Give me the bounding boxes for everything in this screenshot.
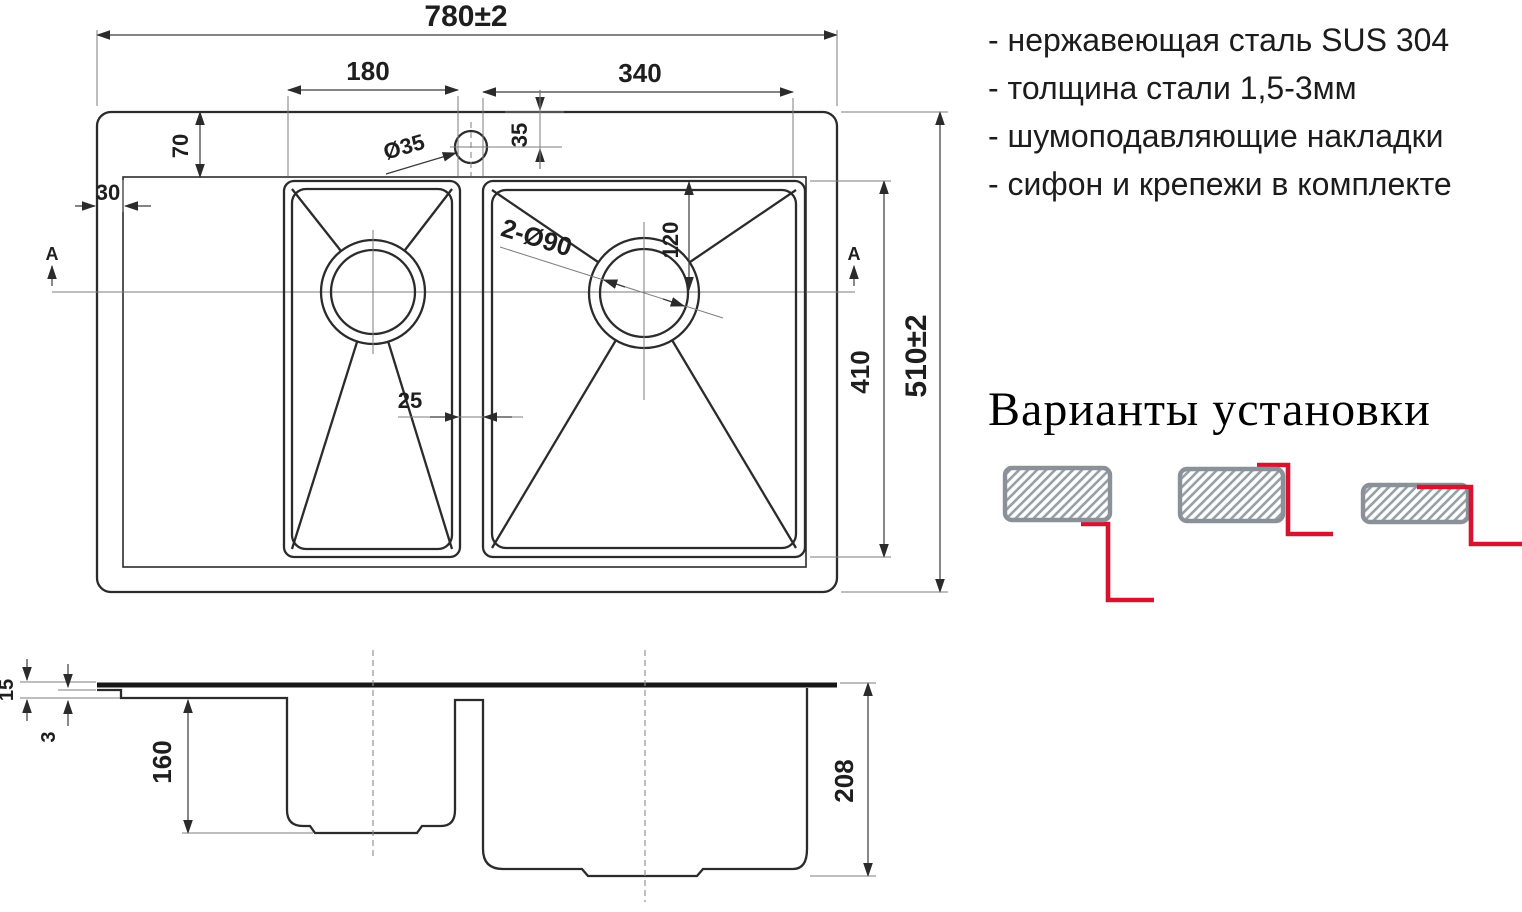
technical-drawing: 780±2 180 340 Ø35 bbox=[0, 0, 948, 902]
dim-overall-width: 780±2 bbox=[95, 0, 839, 106]
dim-rim-top-offset: 70 bbox=[168, 110, 205, 179]
svg-text:35: 35 bbox=[507, 123, 532, 147]
svg-text:510±2: 510±2 bbox=[900, 314, 933, 397]
section-marker-left: A bbox=[46, 244, 59, 286]
svg-text:120: 120 bbox=[658, 222, 683, 259]
faucet-hole bbox=[450, 122, 562, 176]
svg-text:340: 340 bbox=[618, 58, 661, 88]
feature-item: - толщина стали 1,5-3мм bbox=[988, 70, 1357, 106]
feature-item: - шумоподавляющие накладки bbox=[988, 118, 1444, 154]
dim-rim-left-offset: 30 bbox=[75, 180, 151, 212]
svg-text:Ø35: Ø35 bbox=[380, 129, 427, 164]
svg-text:3: 3 bbox=[38, 731, 60, 742]
installation-title: Варианты установки bbox=[988, 383, 1431, 436]
dim-right-bowl-depth: 208 bbox=[810, 681, 876, 878]
svg-text:70: 70 bbox=[168, 134, 193, 158]
sink-outline bbox=[95, 110, 839, 594]
dim-left-bowl-width: 180 bbox=[286, 56, 460, 176]
svg-text:A: A bbox=[848, 244, 861, 264]
top-view: 780±2 180 340 Ø35 bbox=[46, 0, 948, 594]
install-variant-overmount bbox=[1002, 465, 1154, 603]
svg-text:160: 160 bbox=[147, 740, 177, 783]
feature-item: - нержавеющая сталь SUS 304 bbox=[988, 22, 1450, 58]
feature-list: - нержавеющая сталь SUS 304 - толщина ст… bbox=[988, 16, 1522, 208]
dim-overall-depth: 510±2 bbox=[841, 110, 948, 594]
right-bowl bbox=[481, 179, 807, 559]
svg-text:25: 25 bbox=[398, 388, 422, 413]
dim-drain-offset: 120 bbox=[658, 180, 694, 292]
dim-bowl-length: 410 bbox=[810, 179, 891, 559]
dim-rim-height: 15 bbox=[0, 659, 120, 721]
dim-faucet-diameter: Ø35 bbox=[380, 129, 458, 175]
install-variant-flush bbox=[1177, 462, 1333, 537]
svg-text:780±2: 780±2 bbox=[424, 0, 507, 33]
svg-text:208: 208 bbox=[829, 759, 859, 802]
svg-text:A: A bbox=[46, 244, 59, 264]
dim-faucet-offset: 35 bbox=[505, 90, 564, 169]
install-variant-undermount bbox=[1360, 482, 1522, 547]
rim-inner-edge bbox=[122, 176, 807, 568]
left-bowl bbox=[282, 179, 462, 559]
section-bowl-profile bbox=[97, 688, 809, 878]
svg-text:180: 180 bbox=[346, 56, 389, 86]
svg-text:15: 15 bbox=[0, 679, 18, 701]
dim-right-bowl-width: 340 bbox=[481, 58, 795, 176]
dim-steel-thickness: 3 bbox=[38, 664, 96, 743]
feature-item: - сифон и крепежи в комплекте bbox=[988, 166, 1452, 202]
dim-divider-width: 25 bbox=[398, 388, 523, 422]
svg-text:30: 30 bbox=[96, 180, 120, 205]
svg-text:410: 410 bbox=[845, 350, 875, 393]
section-marker-right: A bbox=[848, 244, 861, 286]
installation-variants bbox=[1002, 462, 1522, 603]
section-view: 15 3 160 208 bbox=[0, 650, 876, 902]
dim-left-bowl-depth: 160 bbox=[147, 698, 313, 835]
